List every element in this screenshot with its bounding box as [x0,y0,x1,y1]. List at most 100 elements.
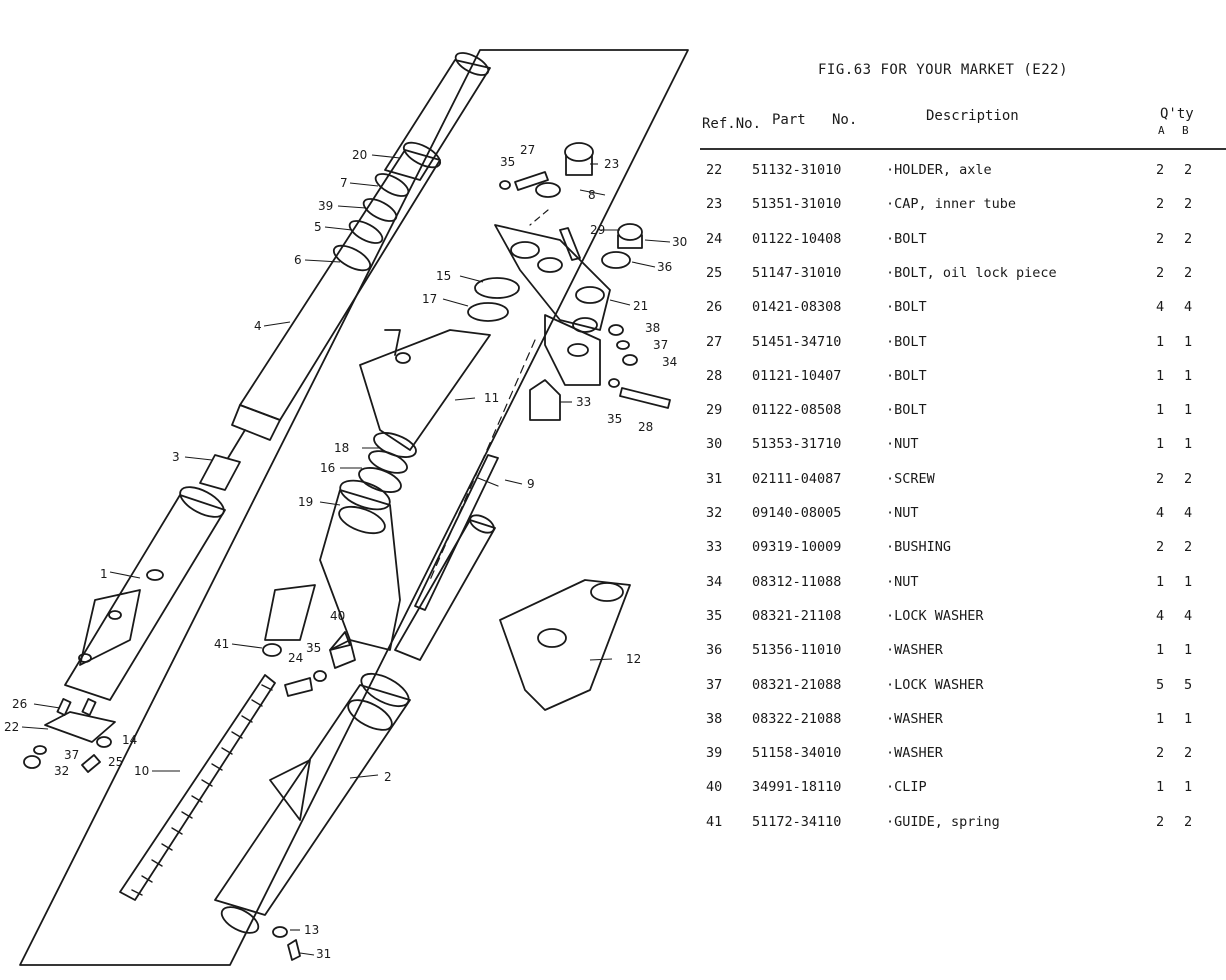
part-number: 51158-34010 [752,745,842,762]
part-number: 02111-04087 [752,470,842,487]
col-no-header: No. [832,112,858,128]
callout-14: 14 [122,733,137,747]
ref-number: 31 [706,470,723,487]
description: ·GUIDE, spring [886,813,1000,830]
callout-8: 8 [588,188,596,202]
part-number: 08321-21108 [752,607,842,624]
qty-b: 1 [1184,333,1193,350]
callout-35b: 35 [607,412,622,426]
part-number: 09140-08005 [752,505,842,521]
description: ·BOLT [886,402,927,419]
callout-18: 18 [334,441,349,455]
description: ·HOLDER, axle [886,162,992,178]
description: ·WASHER [886,745,943,762]
callout-25: 25 [108,755,123,769]
ref-number: 36 [706,642,723,659]
callout-16: 16 [320,461,335,475]
part-number: 01421-08308 [752,299,842,316]
qty-a: 5 [1156,676,1165,693]
callout-6: 6 [294,253,302,267]
callout-2: 2 [384,770,392,784]
callout-19: 19 [298,495,313,509]
header-rule [700,148,1226,150]
callout-26: 26 [12,697,27,711]
callout-4: 4 [254,319,262,333]
callout-11: 11 [484,391,499,405]
description: ·BOLT [886,230,927,247]
callout-31: 31 [316,947,331,961]
description: ·WASHER [886,710,943,727]
lower-bracket [319,489,401,651]
callout-21: 21 [633,299,648,313]
qty-a: 2 [1156,230,1165,247]
callout-30: 30 [672,235,687,249]
callout-27: 27 [520,143,535,157]
table-row: 34 08312-11088 ·NUT 1 1 [700,574,1226,594]
qty-a: 2 [1156,264,1165,281]
qty-a: 4 [1156,607,1165,624]
ref-number: 22 [706,162,723,178]
ref-number: 34 [706,573,723,590]
qty-a: 2 [1156,196,1165,213]
col-desc-header: Description [926,108,1019,124]
callout-3: 3 [172,450,180,464]
callout-37b: 37 [653,338,668,352]
qty-b: 2 [1184,230,1193,247]
outer-tube-left [64,494,226,701]
description: ·CAP, inner tube [886,196,1017,213]
qty-a: 4 [1156,505,1165,521]
ref-number: 25 [706,264,723,281]
ref-number: 33 [706,539,723,556]
description: ·BOLT [886,367,927,384]
callout-32: 32 [54,764,69,778]
ref-number: 39 [706,745,723,762]
qty-b: 1 [1184,436,1193,453]
part-number: 09319-10009 [752,539,842,556]
part-number: 51351-31010 [752,196,842,213]
oil-lock-piece [199,454,241,491]
callout-7: 7 [340,176,348,190]
inner-tube-right [394,519,496,661]
part-number: 51451-34710 [752,333,842,350]
callout-23: 23 [604,157,619,171]
qty-b: 1 [1184,573,1193,590]
ref-number: 28 [706,367,723,384]
part-number: 51353-31710 [752,436,842,453]
description: ·NUT [886,573,919,590]
headlight-bracket-cover [359,329,491,451]
callout-13: 13 [304,923,319,937]
part-number: 01122-10408 [752,230,842,247]
qty-b: 2 [1184,813,1193,830]
col-ref-header: Ref.No. [702,116,762,132]
ref-number: 32 [706,505,723,521]
ref-number: 37 [706,676,723,693]
qty-a: 2 [1156,813,1165,830]
part-number: 08312-11088 [752,573,842,590]
inner-tube-upper [384,59,491,181]
part-number: 34991-18110 [752,779,842,796]
qty-a: 1 [1156,779,1165,796]
qty-a: 2 [1156,162,1165,178]
part-number: 08321-21088 [752,676,842,693]
col-qty-header: Q'ty [1160,106,1194,122]
qty-a: 1 [1156,573,1165,590]
qty-a: 4 [1156,299,1165,316]
bushing [529,379,561,421]
ref-number: 40 [706,779,723,796]
steering-stem [414,454,499,611]
part-number: 01122-08508 [752,402,842,419]
qty-a: 1 [1156,402,1165,419]
qty-b: 1 [1184,642,1193,659]
ref-number: 30 [706,436,723,453]
callout-35c: 35 [306,641,321,655]
col-b-header: B [1182,124,1189,137]
callout-28: 28 [638,420,653,434]
callout-38: 38 [645,321,660,335]
